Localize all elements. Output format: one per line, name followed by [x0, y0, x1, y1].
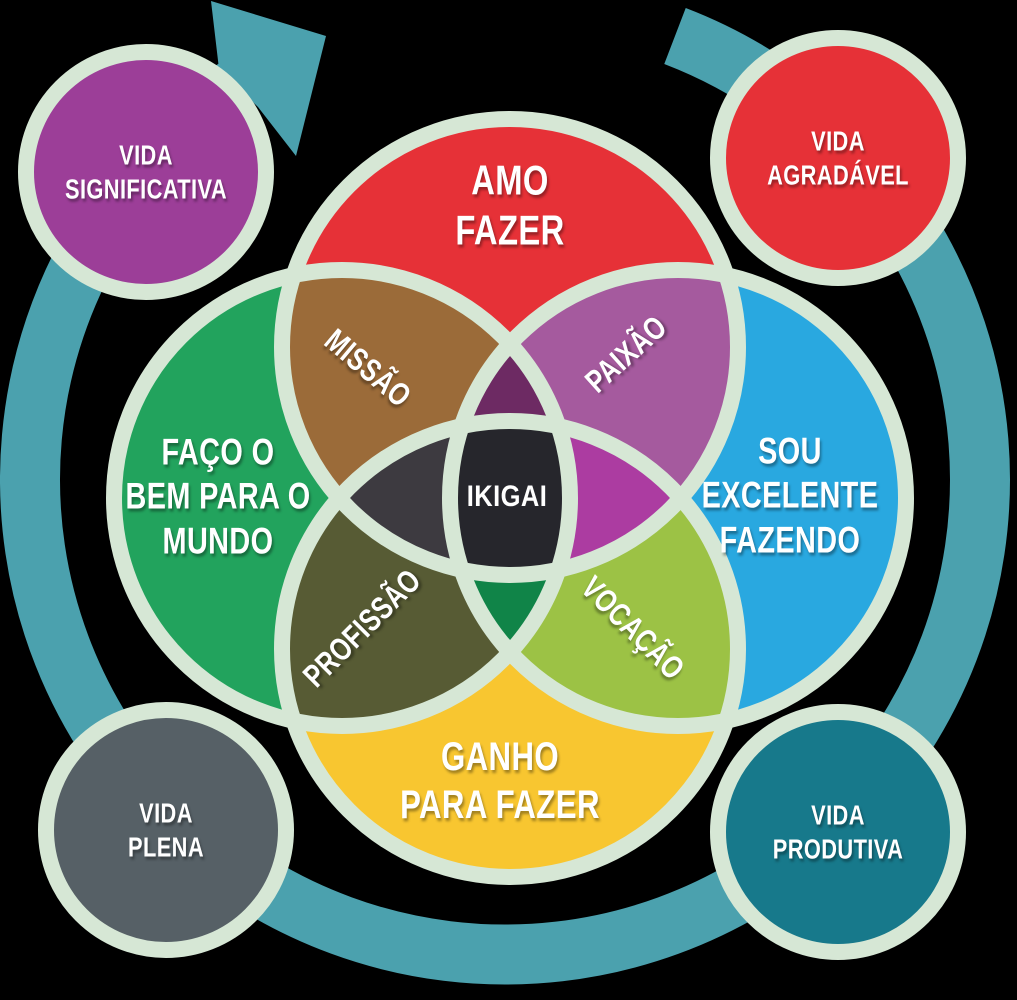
label-sou-excelente: SOU EXCELENTE FAZENDO: [702, 429, 879, 562]
label-line: SIGNIFICATIVA: [65, 173, 227, 204]
label-line: EXCELENTE: [701, 474, 879, 516]
label-line: PLENA: [128, 831, 204, 862]
label-vida-plena: VIDA PLENA: [128, 796, 204, 863]
label-line: MUNDO: [162, 520, 274, 562]
label-line: GANHO: [440, 735, 560, 779]
outline-faco-o-bem: [106, 262, 578, 734]
circle-vida-plena: [38, 702, 294, 958]
label-vida-produtiva: VIDA PRODUTIVA: [773, 798, 904, 865]
label-line: PARA FAZER: [400, 783, 600, 827]
label-faco-o-bem: FAÇO O BEM PARA O MUNDO: [125, 430, 310, 563]
label-vida-agradavel: VIDA AGRADÁVEL: [767, 124, 909, 191]
label-line: AGRADÁVEL: [767, 159, 909, 190]
circle-vida-produtiva: [710, 704, 966, 960]
outline-amo-fazer: [274, 111, 746, 583]
label-line: VIDA: [139, 797, 193, 829]
circle-vida-significativa: [18, 44, 274, 300]
cycle-arrow-head: [211, 1, 326, 156]
label-line: FAÇO O: [161, 431, 275, 473]
label-amo-fazer: AMO FAZER: [455, 156, 564, 257]
circle-vida-agradavel: [710, 30, 966, 286]
outline-ganho-para-fazer: [274, 413, 746, 885]
outline-sou-excelente: [442, 262, 914, 734]
label-line: VIDA: [811, 125, 865, 157]
label-vida-significativa: VIDA SIGNIFICATIVA: [65, 138, 227, 205]
label-line: VIDA: [119, 139, 173, 171]
label-ikigai: IKIGAI: [467, 479, 547, 515]
label-line: FAZER: [455, 207, 565, 254]
label-line: BEM PARA O: [125, 475, 311, 517]
label-line: PRODUTIVA: [772, 833, 904, 864]
label-line: SOU: [758, 430, 822, 472]
label-line: VIDA: [811, 799, 865, 831]
label-line: AMO: [471, 156, 549, 204]
cycle-arrow-arc: [0, 8, 1010, 985]
label-line: FAZENDO: [719, 519, 861, 561]
label-line: IKIGAI: [466, 480, 548, 513]
label-ganho-para-fazer: GANHO PARA FAZER: [400, 733, 600, 829]
